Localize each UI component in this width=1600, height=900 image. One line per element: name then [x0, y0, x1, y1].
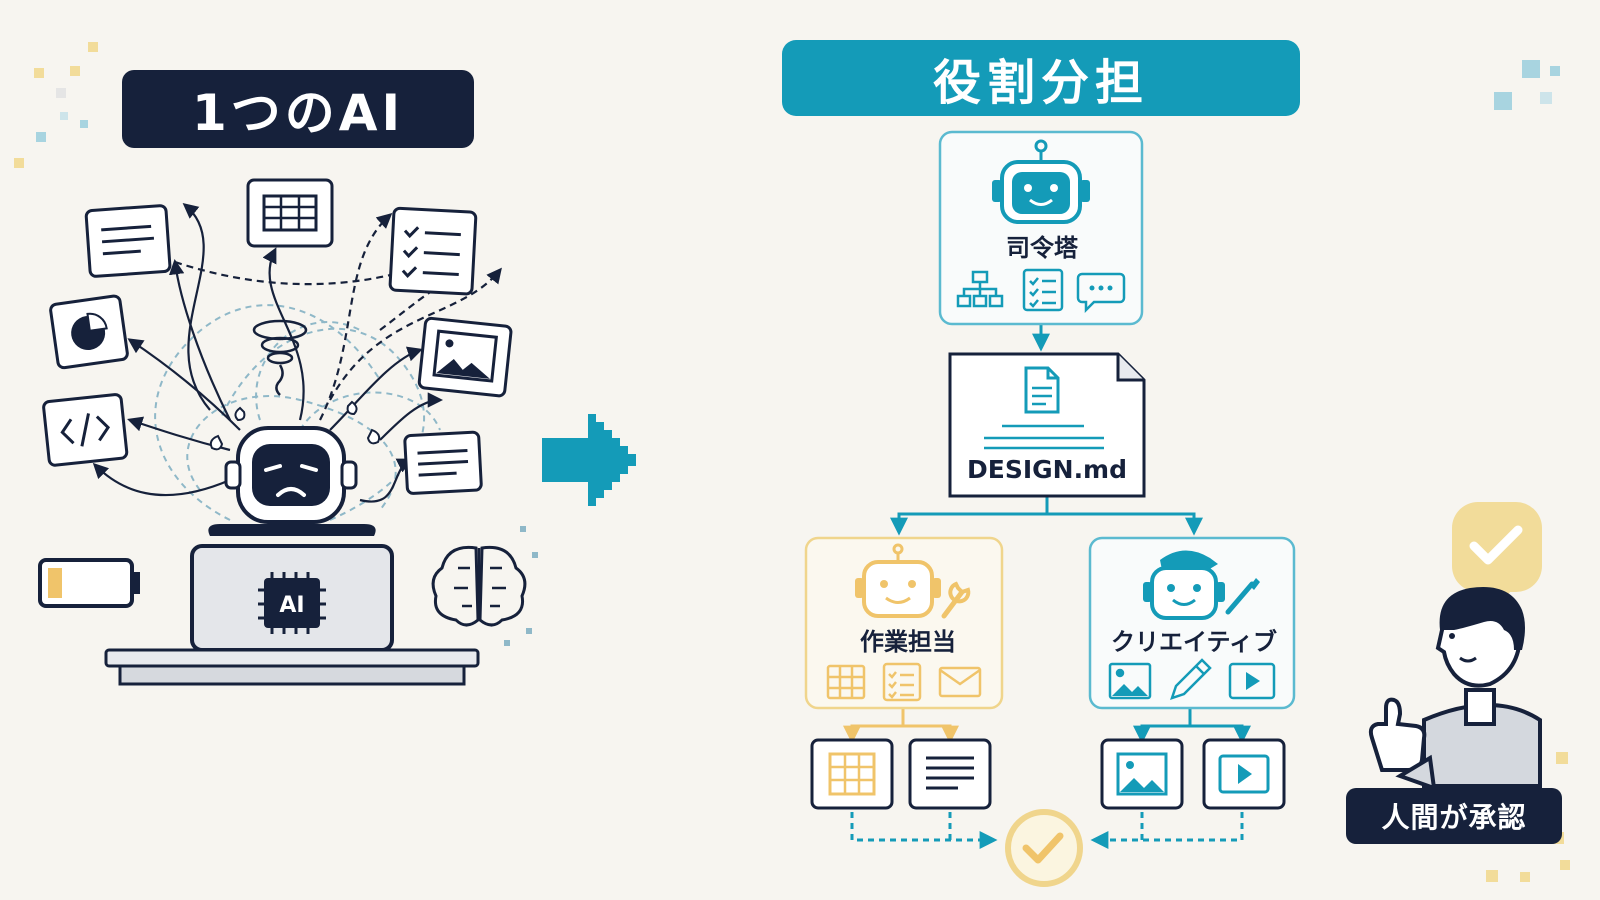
pie-chart-icon [49, 294, 129, 370]
table-icon [246, 178, 334, 248]
ai-chip-label: AI [279, 593, 305, 618]
code-icon [42, 393, 129, 467]
laptop-icon [190, 524, 394, 652]
checklist-icon [1022, 268, 1064, 312]
doc-text-lines [984, 424, 1104, 450]
single-ai-title: 1つのAI [122, 70, 474, 148]
image-icon [417, 316, 513, 398]
file-icon [1024, 366, 1060, 414]
person-thumbs-up-icon [1368, 586, 1542, 791]
creative-agent-label: クリエイティブ [1110, 628, 1278, 656]
output-document-card [908, 738, 992, 810]
worker-agent-label: 作業担当 [860, 628, 956, 656]
document-icon [403, 430, 483, 495]
design-doc-filename: DESIGN.md [966, 455, 1128, 484]
robot-stressed-icon [224, 426, 358, 524]
lead-agent-label: 司令塔 [1006, 234, 1078, 262]
arrow-right-icon [542, 414, 636, 506]
output-video-card [1202, 738, 1286, 810]
image-icon [1108, 662, 1152, 700]
pencil-icon [1170, 658, 1212, 700]
brush-icon [1225, 578, 1260, 615]
human-approval-label: 人間が承認 [1346, 788, 1562, 844]
wrench-icon [941, 581, 971, 619]
checklist-icon [388, 206, 478, 296]
output-image-card [1100, 738, 1184, 810]
stress-swirl-icon [252, 319, 308, 396]
flow-connectors [843, 324, 1251, 849]
check-badge-icon [1452, 502, 1542, 602]
robot-lead-icon [992, 139, 1090, 224]
sweat-drops [209, 400, 381, 451]
lead-agent-card [938, 130, 1144, 326]
check-circle-icon [1005, 809, 1083, 887]
chat-icon [1076, 272, 1126, 314]
org-chart-icon [956, 270, 1004, 308]
role-division-title: 役割分担 [782, 40, 1300, 116]
mail-icon [938, 666, 982, 698]
play-icon [1228, 662, 1276, 700]
desk [104, 648, 480, 686]
table-icon [826, 664, 866, 700]
checklist-icon [882, 662, 922, 702]
pixel-decoration [504, 526, 538, 646]
brain-icon [431, 545, 527, 627]
robot-worker-icon [855, 543, 941, 618]
chaos-arrows [92, 203, 502, 503]
output-table-card [810, 738, 894, 810]
creative-agent-card [1088, 536, 1296, 710]
robot-creative-icon [1143, 550, 1225, 620]
battery-low-icon [38, 558, 140, 608]
document-icon [84, 204, 172, 278]
